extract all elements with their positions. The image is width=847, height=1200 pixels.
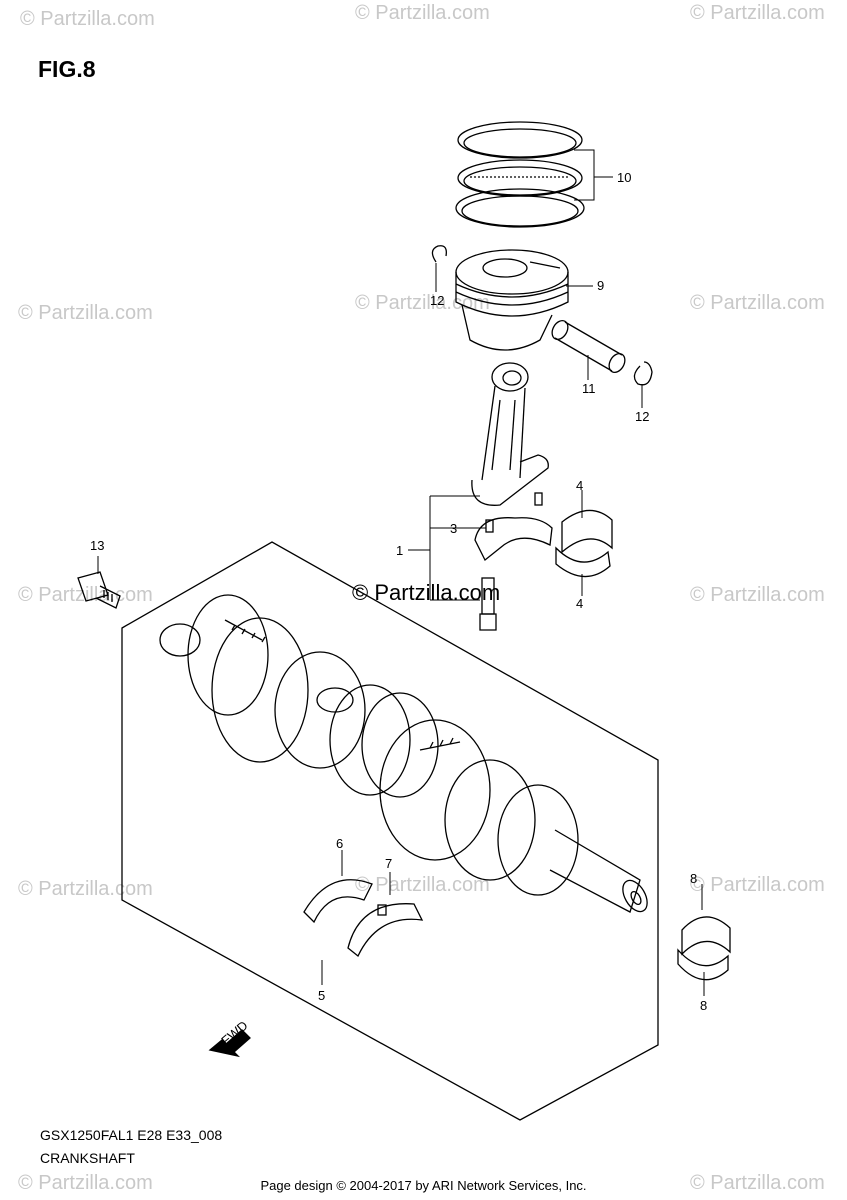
- callout-13: 13: [90, 538, 104, 553]
- piston-pin: [551, 320, 626, 373]
- callout-12-left: 12: [430, 293, 444, 308]
- bolt: [77, 571, 121, 609]
- callout-8-top: 8: [690, 871, 697, 886]
- circlip-left: [431, 245, 447, 263]
- forward-arrow-icon: FWD: [208, 1018, 251, 1058]
- center-watermark: © Partzilla.com: [352, 580, 501, 605]
- callout-4-bottom: 4: [576, 596, 583, 611]
- connecting-rod: [471, 362, 553, 562]
- watermark: © Partzilla.com: [18, 1172, 153, 1194]
- watermark: © Partzilla.com: [690, 1172, 825, 1194]
- piston-rings: [455, 121, 585, 228]
- circlip-right: [633, 361, 653, 386]
- callout-11: 11: [582, 381, 596, 396]
- watermark: © Partzilla.com: [20, 8, 155, 30]
- callout-7: 7: [385, 856, 392, 871]
- callout-3: 3: [450, 521, 457, 536]
- callout-9: 9: [597, 278, 604, 293]
- watermark: © Partzilla.com: [690, 2, 825, 24]
- crankshaft: [159, 594, 648, 913]
- conrod-bearing: [555, 509, 613, 578]
- watermark: © Partzilla.com: [18, 878, 153, 900]
- watermark: © Partzilla.com: [355, 874, 490, 896]
- callout-6: 6: [336, 836, 343, 851]
- callout-8-bottom: 8: [700, 998, 707, 1013]
- conrod-bolt: [479, 577, 497, 631]
- crankshaft-journal-bearing: [303, 879, 424, 958]
- callout-1: 1: [396, 543, 403, 558]
- callout-12-right: 12: [635, 409, 649, 424]
- leader-lines: [97, 149, 705, 996]
- watermark: © Partzilla.com: [18, 302, 153, 324]
- section-name: CRANKSHAFT: [40, 1150, 135, 1166]
- figure-title: FIG.8: [38, 56, 96, 82]
- crankshaft-frame: [121, 541, 659, 1121]
- watermark: © Partzilla.com: [690, 292, 825, 314]
- piston: [455, 249, 569, 351]
- watermark: © Partzilla.com: [690, 874, 825, 896]
- callout-5: 5: [318, 988, 325, 1003]
- watermark: © Partzilla.com: [690, 584, 825, 606]
- thrust-bearing: [677, 916, 731, 981]
- callout-4-top: 4: [576, 478, 583, 493]
- page-credit: Page design © 2004-2017 by ARI Network S…: [260, 1178, 587, 1193]
- callout-10: 10: [617, 170, 631, 185]
- model-code: GSX1250FAL1 E28 E33_008: [40, 1127, 223, 1143]
- watermark: © Partzilla.com: [355, 2, 490, 24]
